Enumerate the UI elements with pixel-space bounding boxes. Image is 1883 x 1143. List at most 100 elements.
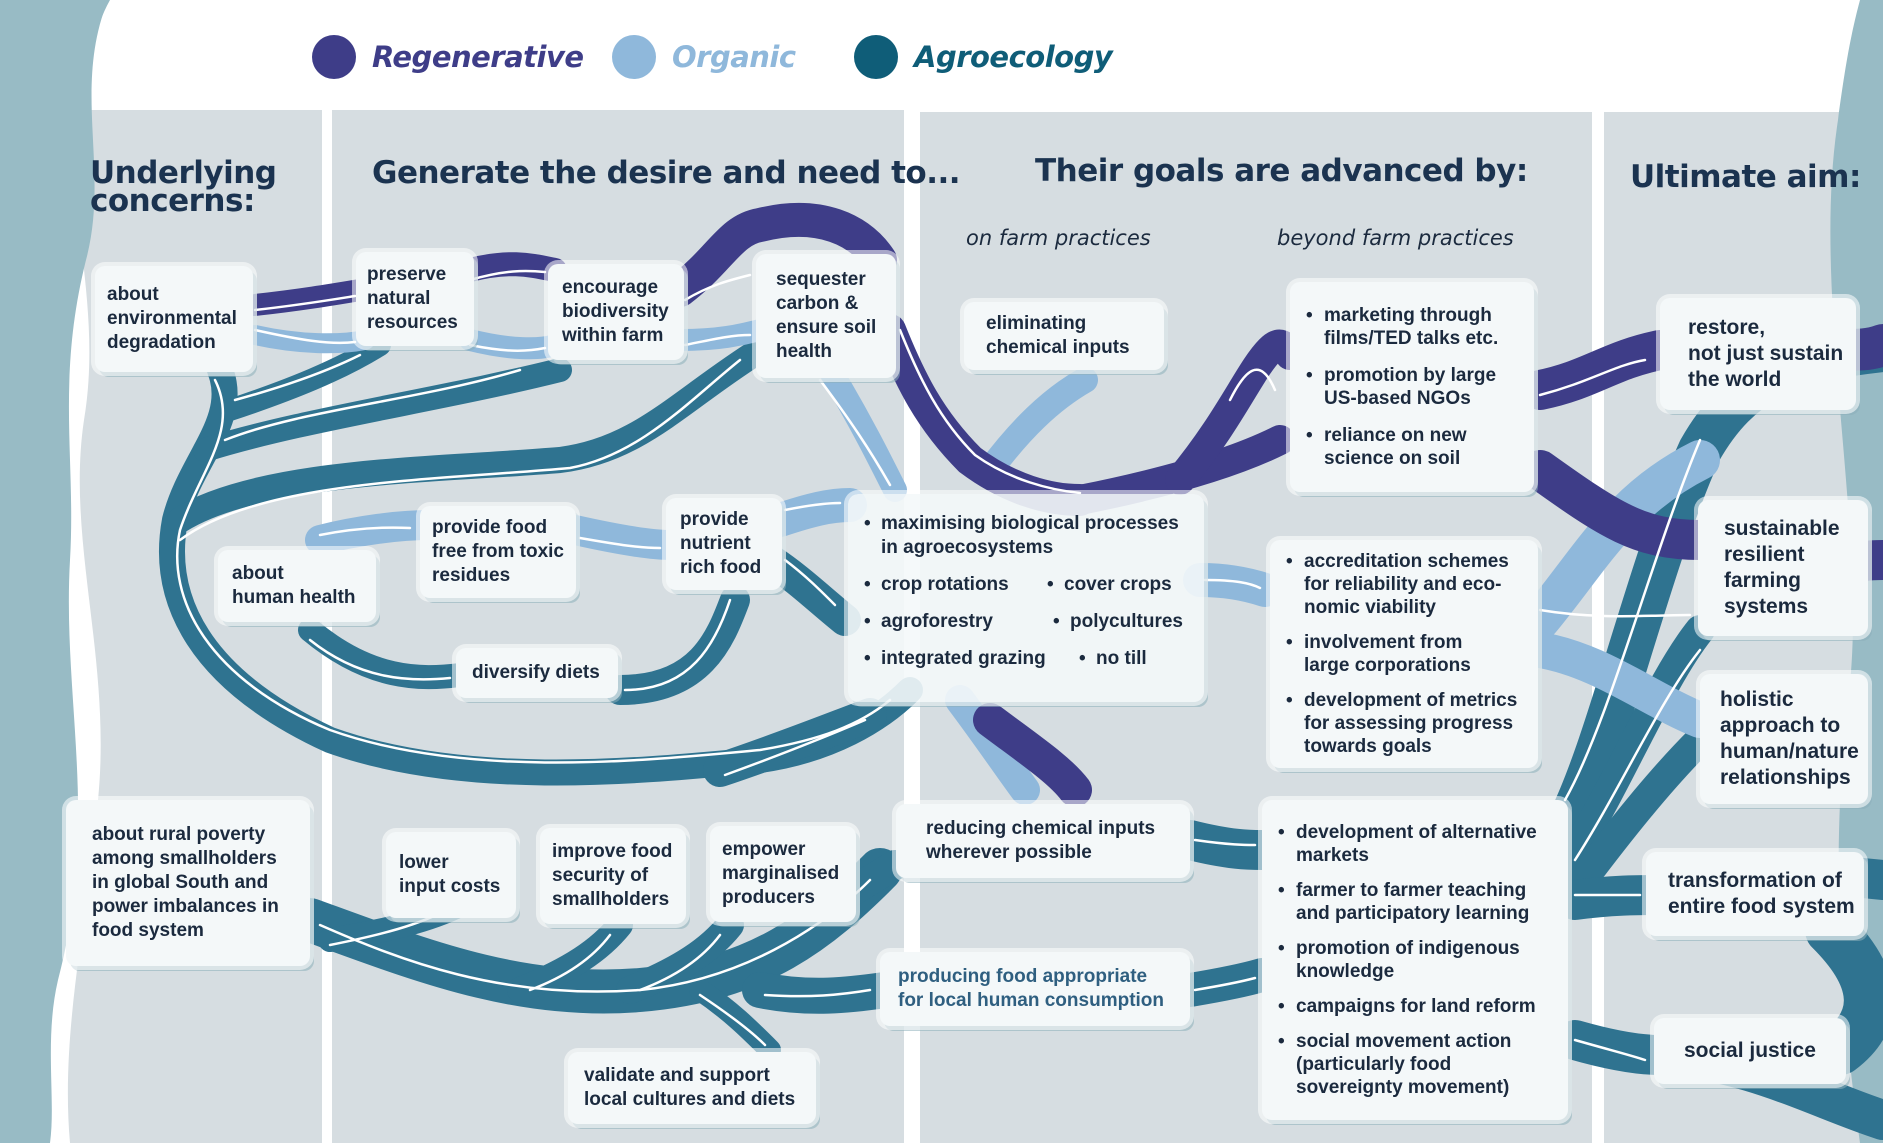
practice-row: crop rotations cover crops xyxy=(862,573,1204,597)
line: involvement from xyxy=(1304,632,1463,653)
flow-regen-preserve-biodiv xyxy=(458,252,567,282)
arrow-line xyxy=(683,333,752,347)
beyond-item: social movement action (particularly foo… xyxy=(1276,1030,1537,1099)
box-text: lower input costs xyxy=(399,851,500,899)
heading-goals-advanced: Their goals are advanced by: xyxy=(1035,153,1528,189)
box-text: sequester carbon & ensure soil health xyxy=(776,268,876,364)
arrow-line xyxy=(468,269,547,282)
line: natural xyxy=(367,288,431,309)
box-concern-health: about human health xyxy=(218,550,376,622)
box-text: holistic approach to human/nature relati… xyxy=(1720,687,1859,791)
line: nutrient xyxy=(680,533,751,554)
flow-agro-health-diversify xyxy=(298,618,472,690)
practices-list: • maximising biological processes in agr… xyxy=(862,512,1204,671)
line: validate and support xyxy=(584,1065,770,1086)
box-biological-practices: • maximising biological processes in agr… xyxy=(848,494,1204,702)
box-text: encourage biodiversity within farm xyxy=(562,276,669,348)
line: provide food xyxy=(432,517,548,538)
heading-ultimate-aim: Ultimate aim: xyxy=(1630,159,1861,195)
flow-organic-elim-up xyxy=(977,367,1098,483)
practice-item: integrated grazing xyxy=(862,647,1077,671)
box-concern-environment: about environmental degradation xyxy=(95,266,253,372)
flow-regen-biodiv-sequester xyxy=(663,202,897,307)
box-text: improve food security of smallholders xyxy=(552,840,672,912)
line: not just sustain xyxy=(1688,342,1844,365)
box-lower-input-costs: lower input costs xyxy=(386,832,516,918)
practice-main: • maximising biological processes in agr… xyxy=(862,512,1204,560)
box-diversify-diets: diversify diets xyxy=(456,648,618,698)
line: transformation of xyxy=(1668,869,1842,892)
line: systems xyxy=(1724,595,1809,618)
arrow-line xyxy=(308,638,452,681)
box-text: validate and support local cultures and … xyxy=(584,1064,795,1112)
box-sequester-carbon: sequester carbon & ensure soil health xyxy=(756,254,896,378)
line: improve food xyxy=(552,841,673,862)
arrow-line xyxy=(763,988,872,998)
box-beyond-regenerative: marketing through films/TED talks etc. p… xyxy=(1290,282,1534,492)
box-improve-food-security: improve food security of smallholders xyxy=(540,828,686,924)
arrow-line xyxy=(1538,608,1692,618)
practice-row: agroforestry polycultures xyxy=(862,610,1204,634)
line: degradation xyxy=(107,332,216,353)
flow-regen-env-preserve xyxy=(244,279,371,316)
box-encourage-biodiversity: encourage biodiversity within farm xyxy=(548,264,684,360)
flow-agro-beyond-holistic xyxy=(1560,725,1715,905)
box-text: about human health xyxy=(232,562,356,610)
line: power imbalances in xyxy=(92,896,279,917)
arrow-line xyxy=(723,718,867,777)
beyond-organic-list: accreditation schemes for reliability an… xyxy=(1284,550,1517,758)
box-reducing-chemicals: reducing chemical inputs wherever possib… xyxy=(896,804,1190,878)
arrow-line xyxy=(1193,976,1257,992)
box-text: sustainable resilient farming systems xyxy=(1724,516,1840,620)
arrow-line xyxy=(578,536,662,550)
flow-organic-nutrient-practices xyxy=(763,488,867,537)
box-aim-transformation: transformation of entire food system xyxy=(1646,852,1864,936)
flow-organic-practices-reducing xyxy=(945,685,1040,805)
line: development of alternative xyxy=(1296,822,1537,843)
line: environmental xyxy=(107,308,237,329)
flow-agro-poverty-empower xyxy=(616,911,744,1004)
box-provide-toxic-free: provide food free from toxic residues xyxy=(420,506,576,598)
line: carbon & xyxy=(776,293,859,314)
arrow-line xyxy=(683,273,752,302)
arrow-line xyxy=(783,501,842,512)
flow-regen-to-practices xyxy=(973,703,1092,807)
line: in agroecosystems xyxy=(881,537,1054,558)
box-empower-producers: empower marginalised producers xyxy=(710,826,856,922)
flow-organic-env-preserve xyxy=(245,325,375,354)
box-beyond-agroecology: development of alternative markets farme… xyxy=(1262,800,1568,1120)
arrow-line xyxy=(468,343,547,352)
line: science on soil xyxy=(1324,448,1461,469)
line: holistic xyxy=(1720,688,1794,711)
arrow-line xyxy=(783,558,837,607)
line: US-based NGOs xyxy=(1324,388,1471,409)
flow-agro-poverty-security xyxy=(507,912,633,1003)
heading-generate-desire: Generate the desire and need to... xyxy=(372,155,961,191)
arrow-line xyxy=(318,526,412,537)
practice-item: polycultures xyxy=(1051,610,1183,634)
flow-organic-beyond-holistic xyxy=(1522,632,1718,738)
arrow-line xyxy=(1203,578,1262,590)
box-text: about environmental degradation xyxy=(107,283,237,355)
line: resilient xyxy=(1724,543,1805,566)
line: promotion by large xyxy=(1324,365,1497,386)
line: provide xyxy=(680,509,749,530)
flow-regen-beyond-restore xyxy=(1520,330,1680,410)
box-text: transformation of entire food system xyxy=(1668,868,1855,920)
line: security of xyxy=(552,865,649,886)
line: producers xyxy=(722,887,815,908)
line: promotion of indigenous xyxy=(1296,938,1520,959)
line: food system xyxy=(92,920,204,941)
box-eliminating-chemicals: eliminating chemical inputs xyxy=(964,302,1164,370)
line: human/nature xyxy=(1720,740,1859,763)
arrow-line xyxy=(253,328,357,345)
line: eliminating xyxy=(986,313,1087,334)
line: campaigns for land reform xyxy=(1296,996,1536,1017)
arrow-line xyxy=(528,933,612,992)
flow-organic-seq-practices xyxy=(818,358,907,502)
flow-agro-env-biodiv xyxy=(193,358,572,462)
line: local cultures and diets xyxy=(584,1089,796,1110)
line: films/TED talks etc. xyxy=(1324,328,1499,349)
line: entire food system xyxy=(1668,895,1855,918)
